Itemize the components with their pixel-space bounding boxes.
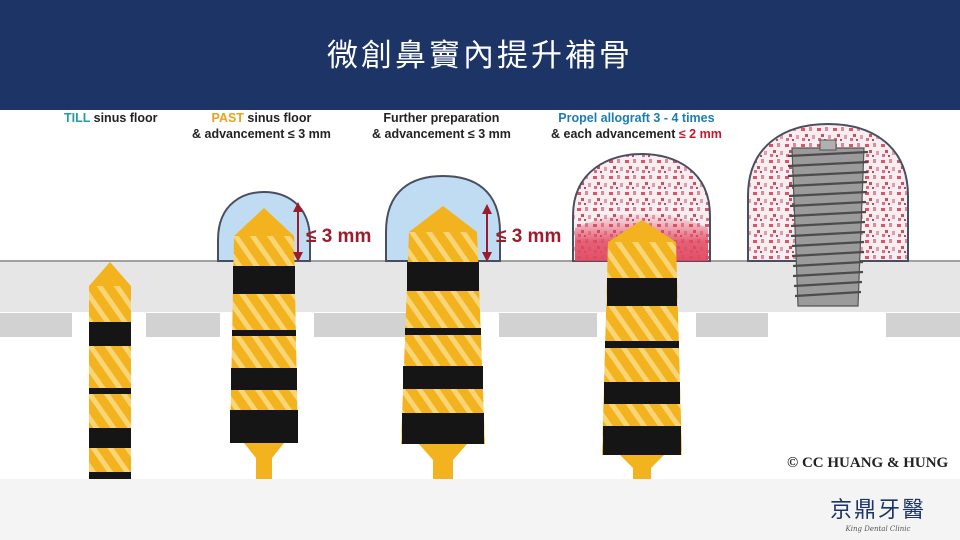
drill-4 xyxy=(602,220,682,480)
footer-bar xyxy=(0,479,960,540)
diagram-svg: ≤ 3 mm ≤ 3 mm xyxy=(0,122,960,480)
logo-main-text: 京鼎牙醫 xyxy=(829,498,926,523)
step1-highlight: TILL xyxy=(64,111,91,125)
step-label-3: Further preparation & advancement ≤ 3 mm xyxy=(372,110,511,142)
step-label-4: Propel allograft 3 - 4 times & each adva… xyxy=(551,110,722,142)
step2-highlight: PAST xyxy=(211,111,244,125)
lower-cortical-bone-segments xyxy=(0,313,960,337)
step1-rest: sinus floor xyxy=(90,111,158,125)
dental-implant xyxy=(787,139,869,307)
step4-highlight: Propel allograft 3 - 4 times xyxy=(558,111,715,125)
measure-label-2: ≤ 3 mm xyxy=(306,226,371,247)
step2-rest: sinus floor xyxy=(243,111,312,125)
title-bar: 微創鼻竇內提升補骨 xyxy=(0,0,960,110)
step3-line1: Further preparation xyxy=(383,111,500,125)
clinic-logo: 京鼎牙醫 King Dental Clinic xyxy=(830,492,926,533)
measure-arrow-3 xyxy=(482,204,492,262)
step2-line2: & advancement ≤ 3 mm xyxy=(192,127,331,141)
step4-line2-highlight: ≤ 2 mm xyxy=(678,127,722,141)
step4-line2: & each advancement xyxy=(551,127,679,141)
drill-1 xyxy=(89,262,131,480)
measure-label-3: ≤ 3 mm xyxy=(496,226,561,247)
step3-line2: & advancement ≤ 3 mm xyxy=(372,127,511,141)
step-label-2: PAST sinus floor & advancement ≤ 3 mm xyxy=(192,110,331,142)
step-label-1: TILL sinus floor xyxy=(64,110,158,126)
logo-sub-text: King Dental Clinic xyxy=(845,525,911,533)
measure-arrow-2 xyxy=(293,202,303,262)
drill-3 xyxy=(401,206,485,480)
drill-2 xyxy=(230,208,298,480)
sinus-lift-diagram: ≤ 3 mm ≤ 3 mm xyxy=(0,110,960,480)
copyright-text: © CC HUANG & HUNG xyxy=(787,455,949,471)
page-title: 微創鼻竇內提升補骨 xyxy=(327,38,633,74)
